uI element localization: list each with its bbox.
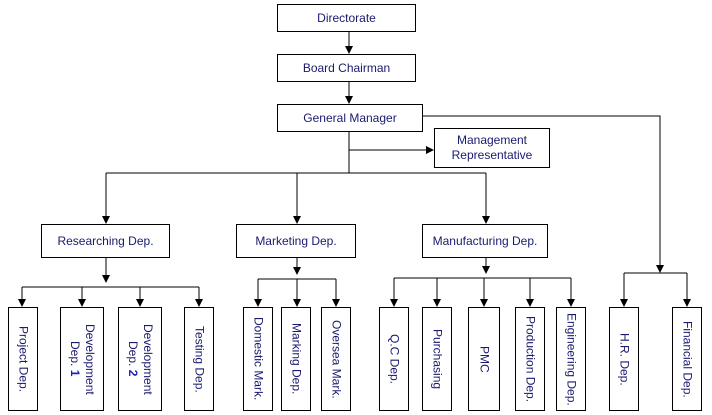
node-directorate-label: Directorate <box>317 10 376 25</box>
node-marketing-dep-label: Marketing Dep. <box>255 233 337 248</box>
node-researching-dep-label: Researching Dep. <box>57 233 154 248</box>
node-financial-dep: Financial Dep. <box>672 307 702 411</box>
node-domestic-mark: Domestic Mark. <box>243 307 273 411</box>
node-manufacturing-dep: Manufacturing Dep. <box>422 224 548 258</box>
node-development-dep-2-number: 2 <box>126 370 140 377</box>
node-board-chairman-label: Board Chairman <box>302 60 391 75</box>
node-marking-dep-label: Marking Dep. <box>289 323 304 395</box>
node-engineering-dep: Engineering Dep. <box>556 307 586 411</box>
node-financial-dep-label: Financial Dep. <box>680 320 695 398</box>
node-researching-dep: Researching Dep. <box>41 224 170 258</box>
node-manufacturing-dep-label: Manufacturing Dep. <box>432 233 538 248</box>
node-board-chairman: Board Chairman <box>277 54 416 82</box>
node-marking-dep: Marking Dep. <box>281 307 311 411</box>
node-oversea-mark-label: Oversea Mark. <box>329 319 344 399</box>
edge-gm-admin <box>423 115 664 273</box>
node-marketing-dep: Marketing Dep. <box>236 224 356 258</box>
node-pmc-label: PMC <box>477 345 492 373</box>
node-development-dep-1-label: Development Dep. 1 <box>67 324 97 395</box>
node-purchasing: Purchasing <box>422 307 452 411</box>
node-project-dep-label: Project Dep. <box>16 325 31 393</box>
node-qc-dep: Q.C Dep. <box>379 307 409 411</box>
node-management-representative-label: Management Representative <box>451 133 533 162</box>
node-production-dep-label: Production Dep. <box>523 315 538 403</box>
node-management-representative: Management Representative <box>434 128 550 168</box>
node-development-dep-1-number: 1 <box>68 370 82 377</box>
node-pmc: PMC <box>468 307 500 411</box>
node-hr-dep: H.R. Dep. <box>609 307 639 411</box>
node-qc-dep-label: Q.C Dep. <box>387 333 402 384</box>
node-development-dep-1: Development Dep. 1 <box>60 307 104 411</box>
node-directorate: Directorate <box>277 4 416 32</box>
node-development-dep-2: Development Dep. 2 <box>118 307 162 411</box>
node-engineering-dep-label: Engineering Dep. <box>564 312 579 406</box>
node-development-dep-1-text: Development Dep. <box>68 323 97 395</box>
node-testing-dep-label: Testing Dep. <box>192 325 207 393</box>
node-purchasing-label: Purchasing <box>430 328 445 390</box>
node-general-manager: General Manager <box>277 104 423 132</box>
node-hr-dep-label: H.R. Dep. <box>617 332 632 386</box>
node-production-dep: Production Dep. <box>515 307 545 411</box>
node-general-manager-label: General Manager <box>303 110 397 125</box>
node-development-dep-2-label: Development Dep. 2 <box>125 324 155 395</box>
node-domestic-mark-label: Domestic Mark. <box>251 317 266 401</box>
node-development-dep-2-text: Development Dep. <box>126 323 155 395</box>
node-testing-dep: Testing Dep. <box>184 307 214 411</box>
node-project-dep: Project Dep. <box>8 307 38 411</box>
node-oversea-mark: Oversea Mark. <box>321 307 351 411</box>
